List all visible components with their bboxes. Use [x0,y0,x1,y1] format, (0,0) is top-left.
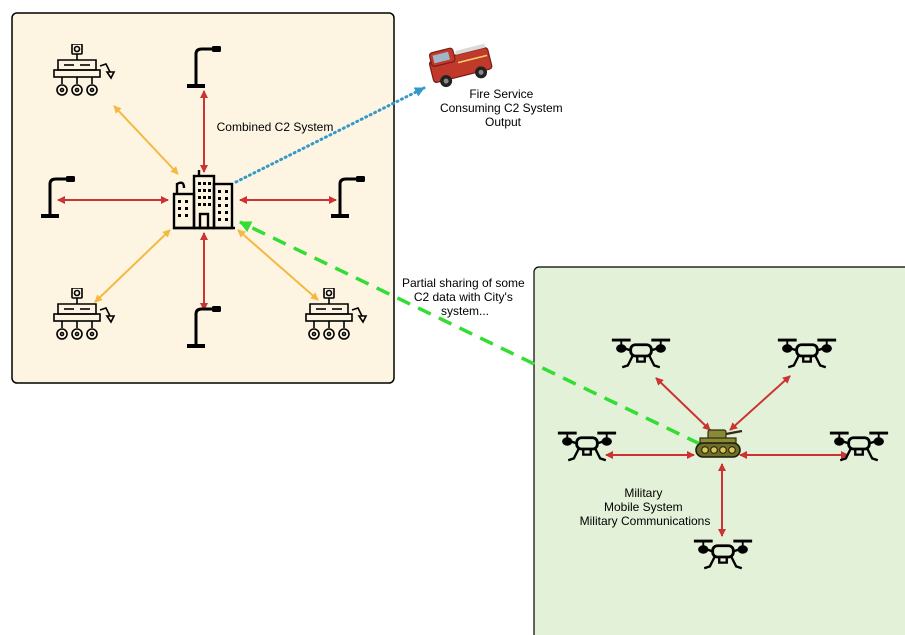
sharing-note-line: C2 data with City's [414,290,513,304]
drone-links [605,375,849,537]
city-system-label: Combined C2 System [217,120,334,134]
sharing-note-label: Partial sharing of some C2 data with Cit… [402,276,528,318]
military-label-line: Military [624,486,662,500]
military-label-line: Mobile System [604,500,683,514]
sharing-link [239,220,701,446]
sharing-note-line: system... [441,304,489,318]
fire-service-label-line: Consuming C2 System [440,101,563,115]
link-hub-rover-br [237,229,319,301]
sensor-links [57,90,337,311]
link-tank-drone-tr [729,375,791,431]
link-tank-drone-tl [655,377,711,431]
fire-truck-icon [428,43,493,88]
link-hub-rover-tl [113,105,179,175]
sharing-note-line: Partial sharing of some [402,276,525,290]
link-hub-rover-bl [94,229,171,303]
fire-service-link [234,86,426,184]
rover-links [94,105,319,303]
fire-service-label-line: Fire Service [469,87,533,101]
military-label-line: Military Communications [580,514,711,528]
tank-icon [695,429,743,458]
military-label: Military Mobile System Military Communic… [580,486,711,528]
fire-service-label-line: Output [485,115,522,129]
fire-service-label: Fire Service Consuming C2 System Output [440,87,566,129]
